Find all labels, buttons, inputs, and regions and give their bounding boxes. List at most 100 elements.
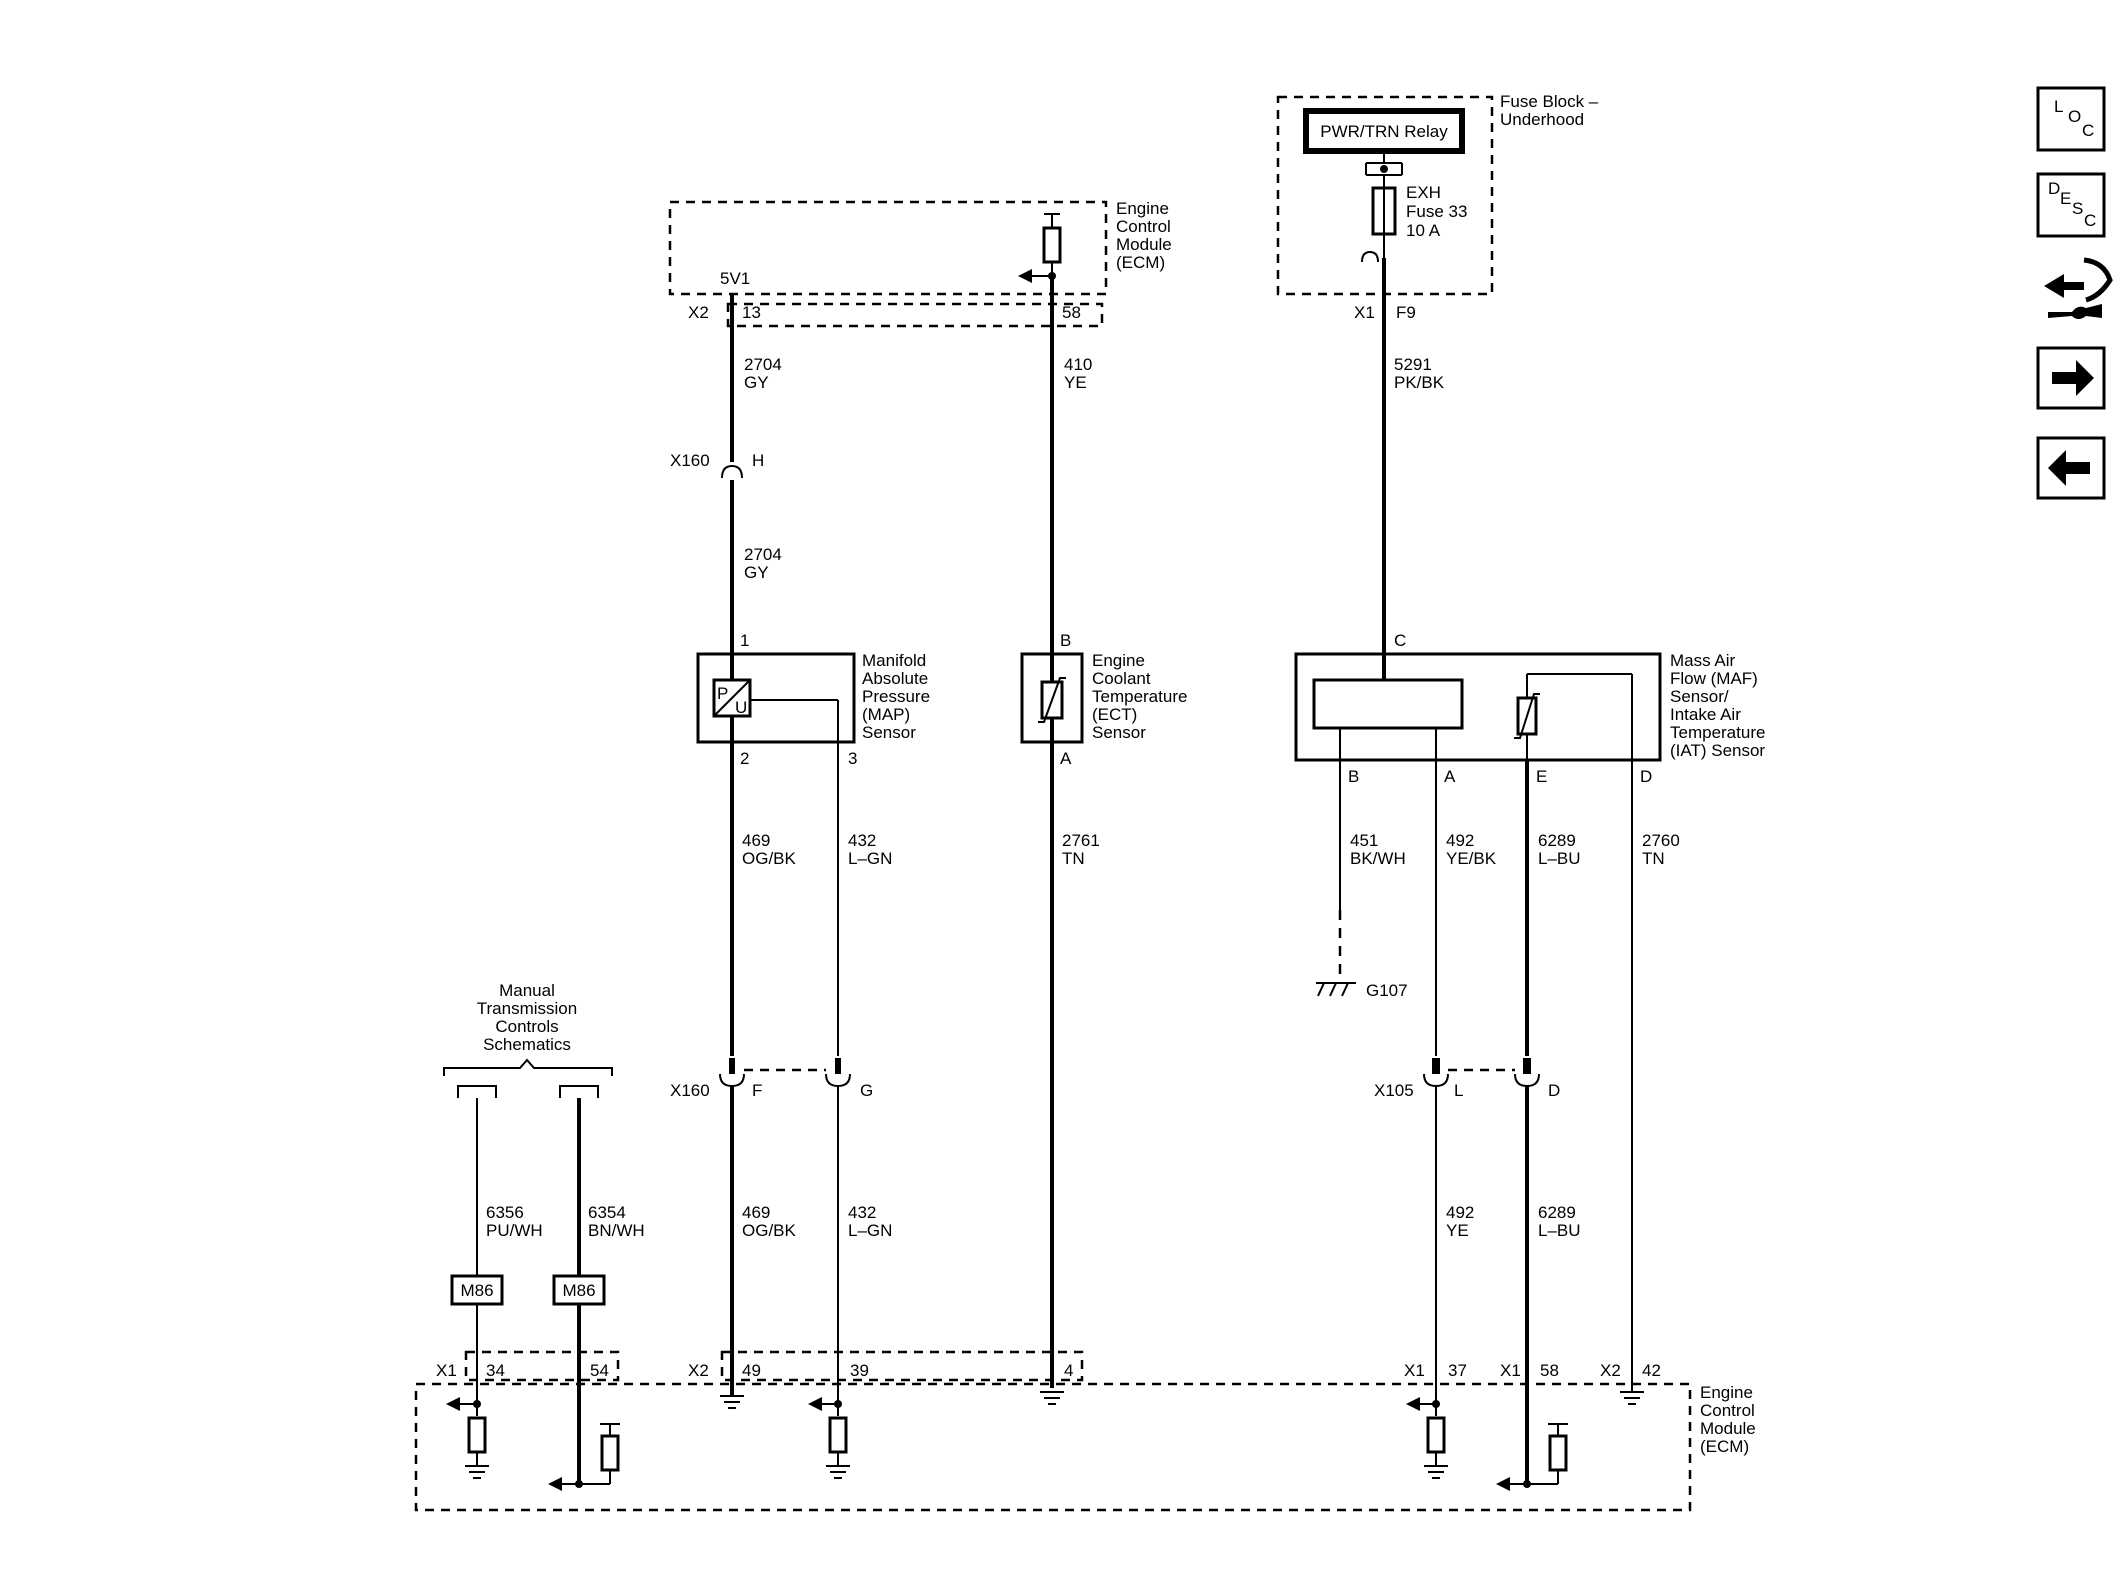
ground-g107: [1316, 982, 1356, 997]
g107-label: G107: [1366, 981, 1408, 1000]
maf-label-4: Intake Air: [1670, 705, 1741, 724]
fuse-block-label-2: Underhood: [1500, 110, 1584, 129]
loc-button[interactable]: L O C: [2036, 86, 2106, 152]
wire-6289-lo-color: L–BU: [1538, 1221, 1581, 1240]
map-u-label: U: [735, 698, 747, 717]
map-pin-3-label: 3: [848, 749, 857, 768]
loc-letter-l: L: [2054, 97, 2063, 116]
connector-x105: [1423, 1058, 1540, 1088]
connector-end-view-button[interactable]: [2044, 257, 2113, 319]
ect-label-5: Sensor: [1092, 723, 1146, 742]
ecm-top-connector-x2: [726, 302, 1104, 328]
ecm-circuit-39: [808, 1397, 850, 1479]
wire-469-lo-color: OG/BK: [742, 1221, 797, 1240]
ecm-x2-label: X2: [688, 1361, 709, 1380]
label-5v1: 5V1: [720, 269, 750, 288]
maf-label-5: Temperature: [1670, 723, 1765, 742]
previous-page-button[interactable]: [2036, 436, 2106, 500]
maf-label-6: (IAT) Sensor: [1670, 741, 1765, 760]
fuse-label-3: 10 A: [1406, 221, 1441, 240]
ect-pin-a-label: A: [1060, 749, 1072, 768]
desc-button[interactable]: D E S C: [2036, 172, 2106, 238]
desc-letter-c: C: [2084, 211, 2096, 230]
x105-pin-d-label: D: [1548, 1081, 1560, 1100]
wire-432-lo-num: 432: [848, 1203, 876, 1222]
next-page-button[interactable]: [2036, 346, 2106, 410]
ecm-top-label-1: Engine: [1116, 199, 1169, 218]
maf-label-3: Sensor/: [1670, 687, 1729, 706]
ecm-top-label-2: Control: [1116, 217, 1171, 236]
loc-letter-o: O: [2068, 107, 2081, 126]
fuse-label-1: EXH: [1406, 183, 1441, 202]
wire-469-up-num: 469: [742, 831, 770, 850]
m86-right-label: M86: [562, 1281, 595, 1300]
ecm-top-label-4: (ECM): [1116, 253, 1165, 272]
ecm-circuit-4: [1040, 1391, 1064, 1405]
maf-pin-e-label: E: [1536, 767, 1547, 786]
wire-492-up-num: 492: [1446, 831, 1474, 850]
m86-left: [450, 1274, 504, 1306]
wrench-icon: [2048, 304, 2102, 319]
ecm-bottom-module: Engine Control Module (ECM): [414, 1382, 1756, 1512]
ecm-circuit-49: [720, 1395, 744, 1409]
wire-6289-up-num: 6289: [1538, 831, 1576, 850]
double-arrow-icon: [2044, 274, 2084, 298]
ecm-circuit-37: [1406, 1397, 1448, 1479]
x160-top-label: X160: [670, 451, 710, 470]
wire-6354-num: 6354: [588, 1203, 626, 1222]
relay-label: PWR/TRN Relay: [1320, 122, 1448, 141]
wire-2760-color: TN: [1642, 849, 1665, 868]
x160-pin-g-label: G: [860, 1081, 873, 1100]
ecm-top-label-3: Module: [1116, 235, 1172, 254]
ect-label-2: Coolant: [1092, 669, 1151, 688]
maf-pin-b-label: B: [1348, 767, 1359, 786]
wire-492-up-color: YE/BK: [1446, 849, 1497, 868]
ecm-pin-58-label: 58: [1540, 1361, 1559, 1380]
wire-469-up-color: OG/BK: [742, 849, 797, 868]
map-pin-2-label: 2: [740, 749, 749, 768]
fuse-block-label-1: Fuse Block –: [1500, 92, 1599, 111]
wire-492-lo-num: 492: [1446, 1203, 1474, 1222]
mtc-label-4: Schematics: [483, 1035, 571, 1054]
mtc-label-2: Transmission: [477, 999, 577, 1018]
map-p-label: P: [717, 684, 728, 703]
wire-6289-lo-num: 6289: [1538, 1203, 1576, 1222]
ecm-circuit-42: [1620, 1391, 1644, 1405]
manual-transmission-controls-ref: Manual Transmission Controls Schematics: [443, 981, 613, 1098]
ecm-top-x2-label: X2: [688, 303, 709, 322]
mtc-label-1: Manual: [499, 981, 555, 1000]
ect-sensor: Engine Coolant Temperature (ECT) Sensor: [1020, 651, 1187, 744]
ecm-bottom-label-2: Control: [1700, 1401, 1755, 1420]
map-sensor: P U Manifold Absolute Pressure (MAP) Sen…: [696, 651, 930, 744]
wire-5291-color: PK/BK: [1394, 373, 1445, 392]
arrow-right-icon: [2052, 360, 2094, 396]
desc-letter-s: S: [2072, 199, 2083, 218]
maf-pin-d-label: D: [1640, 767, 1652, 786]
ecm-x2-right-label: X2: [1600, 1361, 1621, 1380]
ect-thermistor-slash: [1038, 677, 1066, 723]
loc-letter-c: C: [2082, 121, 2094, 140]
fuse-label-2: Fuse 33: [1406, 202, 1467, 221]
x160-lower-label: X160: [670, 1081, 710, 1100]
wire-2761-num: 2761: [1062, 831, 1100, 850]
wire-6289-up-color: L–BU: [1538, 849, 1581, 868]
wire-2704-top-color: GY: [744, 373, 769, 392]
wire-432-up-color: L–GN: [848, 849, 892, 868]
ecm-pin-42-label: 42: [1642, 1361, 1661, 1380]
ecm-top-arrow: [1018, 269, 1032, 283]
x105-pin-l-label: L: [1454, 1081, 1463, 1100]
wire-2704-mid-num: 2704: [744, 545, 782, 564]
fuse-connector-symbol: [1361, 250, 1379, 263]
ecm-bottom-connector-x2: [720, 1350, 1084, 1382]
wire-432-lo-color: L–GN: [848, 1221, 892, 1240]
ecm-circuit-34: [446, 1397, 489, 1479]
arrow-left-icon: [2048, 450, 2090, 486]
ecm-bottom-outline: [414, 1382, 1692, 1512]
map-pin-1-label: 1: [740, 631, 749, 650]
map-label-1: Manifold: [862, 651, 926, 670]
map-label-3: Pressure: [862, 687, 930, 706]
ecm-top-resistor: [1042, 226, 1062, 264]
ecm-pin-37-label: 37: [1448, 1361, 1467, 1380]
ecm-pin-4-label: 4: [1064, 1361, 1073, 1380]
